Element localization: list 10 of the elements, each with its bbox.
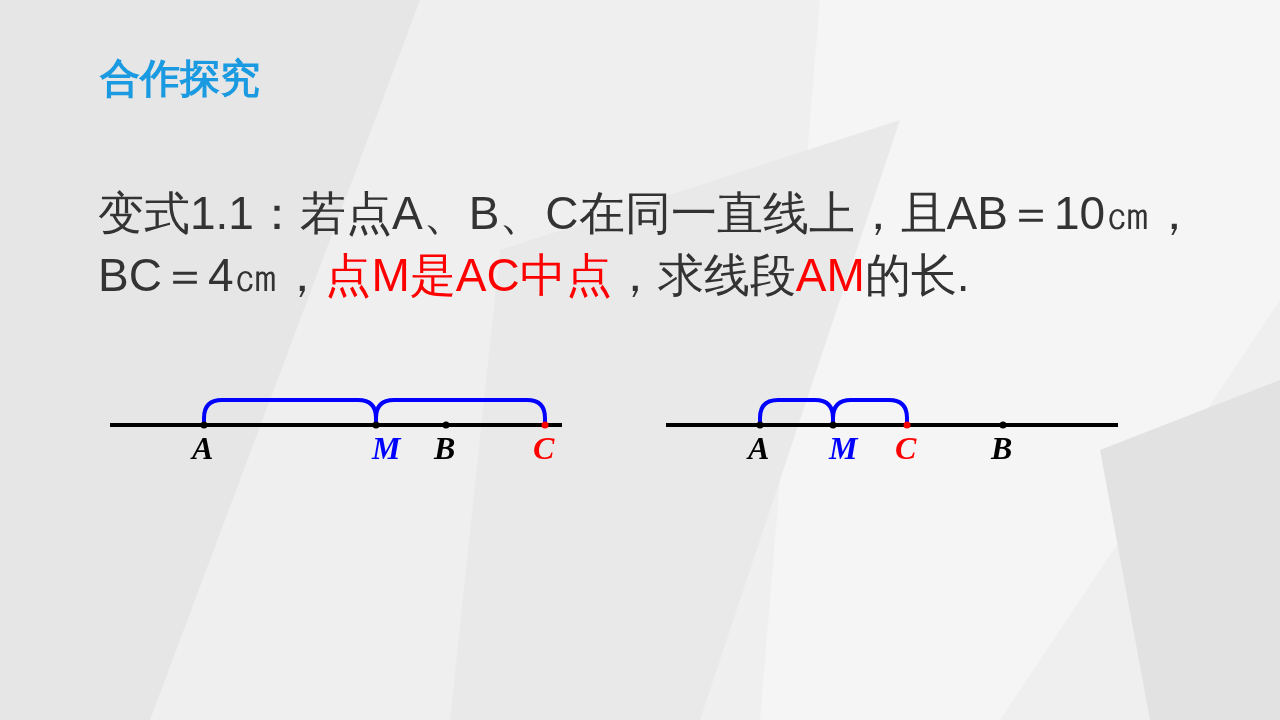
point-label: A bbox=[192, 432, 214, 464]
point-label: M bbox=[829, 432, 858, 464]
point-label: C bbox=[533, 432, 555, 464]
point-label: M bbox=[372, 432, 401, 464]
point-label: B bbox=[991, 432, 1013, 464]
point-label: A bbox=[748, 432, 770, 464]
title: 合作探究 bbox=[100, 58, 260, 98]
problem-text: 变式1.1：若点A、B、C在同一直线上，且AB＝10㎝，BC＝4㎝，点M是AC中点，求线段AM的长. bbox=[98, 186, 1198, 303]
point-label: C bbox=[895, 432, 917, 464]
point-label: B bbox=[434, 432, 456, 464]
